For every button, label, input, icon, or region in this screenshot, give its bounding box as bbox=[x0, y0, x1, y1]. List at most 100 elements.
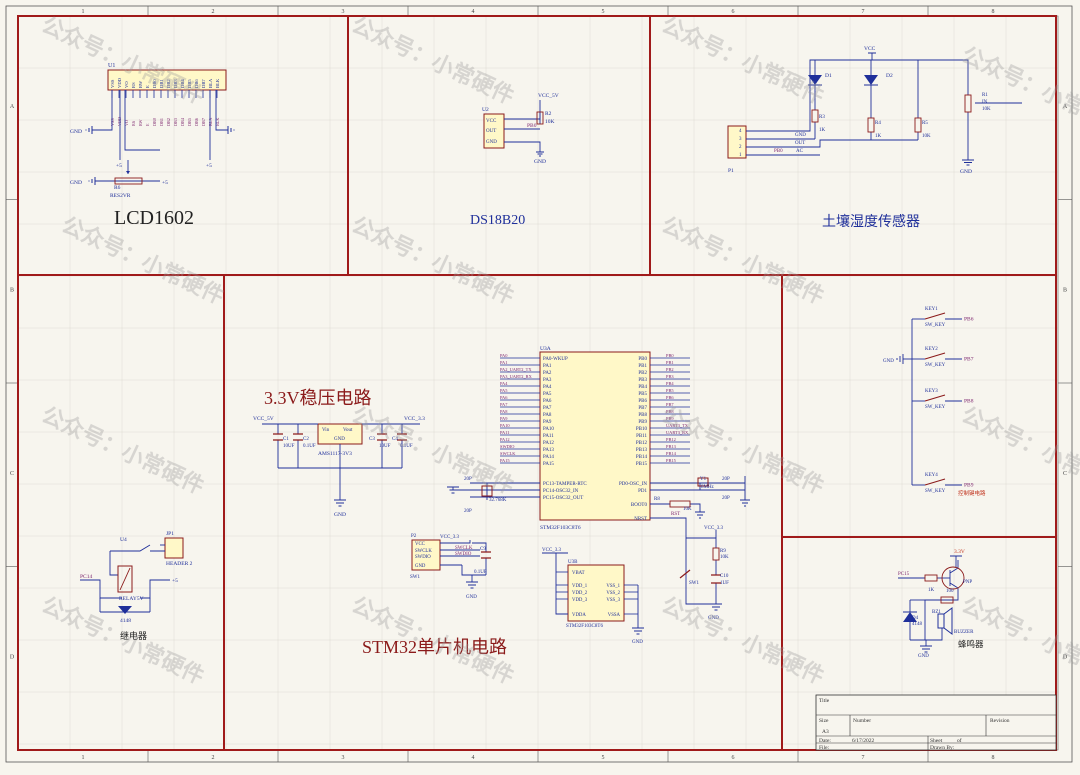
key-net: PB7 bbox=[964, 357, 974, 363]
ds18b20-r-value: 10K bbox=[545, 119, 555, 125]
lcd-pin-net: VDD bbox=[117, 117, 122, 126]
soil-potentiometer bbox=[964, 94, 972, 113]
lcd-vcc-label-2: +5 bbox=[116, 163, 122, 169]
lcd-ref: U1 bbox=[108, 63, 115, 69]
stm32-right-pin: PB9 bbox=[638, 420, 647, 425]
stm32-u3b-right-pin: VSS_3 bbox=[606, 598, 620, 603]
ds18b20-net: PB0 bbox=[527, 123, 537, 129]
stm32-right-net: PB3 bbox=[666, 374, 674, 379]
key-part: SW_KEY bbox=[925, 405, 946, 410]
soil-r4-value: 1K bbox=[875, 134, 882, 139]
lcd-pin-net: DB7 bbox=[201, 118, 206, 126]
crystal-cap-value-1: 20P bbox=[464, 477, 472, 482]
lcd-vcc-label-3: +5 bbox=[206, 163, 212, 169]
zone-column-top: 5 bbox=[602, 9, 605, 15]
stm32-right-net: PB5 bbox=[666, 388, 674, 393]
regulator-c1-label: C1 bbox=[283, 437, 289, 442]
regulator-c3-label: C3 bbox=[369, 437, 375, 442]
soil-d2-label: D2 bbox=[886, 73, 893, 79]
lcd-body bbox=[107, 69, 227, 91]
soil-gnd-label: GND bbox=[960, 169, 972, 175]
ds18b20-r-ref: R2 bbox=[545, 111, 552, 117]
soil-net-pb0: PB0 bbox=[774, 149, 783, 154]
stm32-u3b-part: STM32F103C8T6 bbox=[566, 624, 603, 629]
stm32-right-pin: PB7 bbox=[638, 406, 647, 411]
stm32-right-pin: PB1 bbox=[638, 364, 647, 369]
keys-gnd: GND bbox=[883, 359, 894, 364]
regulator-section-title: 3.3V稳压电路 bbox=[264, 388, 372, 408]
regulator-c4-label: C4 bbox=[392, 437, 398, 442]
regulator-c4-value: 0.1UF bbox=[400, 444, 413, 449]
soil-sensor-section: 4 3 2 1 P1 VCC D bbox=[727, 46, 1022, 230]
zone-column-top: 6 bbox=[732, 9, 735, 15]
zone-row-right: D bbox=[1063, 654, 1068, 660]
swd-header-body bbox=[411, 539, 441, 571]
buzzer-vcc: 3.3V bbox=[954, 549, 965, 555]
swd-c-label: C9 bbox=[480, 547, 486, 552]
regulator-section: 3.3V稳压电路 Vin Vout GND AMS1117-3V3 VCC_5V… bbox=[253, 388, 425, 518]
zone-column-bottom: 6 bbox=[732, 755, 735, 761]
soil-r4-label: R4 bbox=[875, 121, 881, 126]
boot-resistor-ref: R8 bbox=[654, 497, 660, 502]
buzzer-q-label: PNP bbox=[963, 580, 972, 585]
soil-connector-ref: P1 bbox=[728, 168, 734, 174]
stm32-left-net: PA9 bbox=[500, 416, 508, 421]
lcd-pin-label: DB5 bbox=[187, 79, 192, 88]
ds18b20-section: U2 VCC OUT GND VCC_5V R2 10K PB0 GND DS1… bbox=[470, 93, 559, 228]
swd-vcc: VCC_3.3 bbox=[440, 535, 460, 540]
stm32-left-pin: PA10 bbox=[543, 427, 554, 432]
key-switch bbox=[924, 478, 946, 486]
stm32-right-net: PB9 bbox=[666, 416, 674, 421]
lcd-pin-label: VO bbox=[124, 81, 129, 88]
stm32-right-pin: PB8 bbox=[638, 413, 647, 418]
stm32-right-pin: PD0-OSC_IN bbox=[619, 482, 647, 487]
title-block-revision: Revision bbox=[990, 718, 1010, 724]
stm32-left-pin: PC15-OSC32_OUT bbox=[543, 496, 583, 501]
relay-header-part: HEADER 2 bbox=[166, 561, 193, 567]
key-switch bbox=[924, 352, 946, 360]
watermark-text: 公众号：小常硬件 bbox=[348, 402, 518, 499]
soil-net-out: OUT bbox=[795, 141, 805, 146]
relay-u-ref: U4 bbox=[120, 537, 127, 543]
zone-column-top: 3 bbox=[342, 9, 345, 15]
stm32-left-pin: PA13 bbox=[543, 448, 554, 453]
stm32-left-pin: PA1 bbox=[543, 364, 552, 369]
buzzer-gnd: GND bbox=[918, 654, 929, 659]
reset-switch-label: SW1 bbox=[689, 581, 700, 586]
relay-header-ref: JP1 bbox=[166, 531, 174, 537]
stm32-u3b-right-pin: VSS_1 bbox=[606, 584, 620, 589]
regulator-c2-label: C2 bbox=[303, 437, 309, 442]
stm32-u3b-gnd: GND bbox=[632, 640, 643, 645]
stm32-right-net: UART3_RX bbox=[666, 430, 689, 435]
buzzer-section-title: 蜂鸣器 bbox=[958, 639, 984, 649]
stm32-left-pin: PC14-OSC32_IN bbox=[543, 489, 579, 494]
stm32-left-pin: PA12 bbox=[543, 441, 554, 446]
soil-r1-label: R1 bbox=[982, 93, 988, 98]
swd-ref: P2 bbox=[411, 534, 417, 539]
stm32-right-pin: PB13 bbox=[636, 448, 648, 453]
stm32-left-net: PA7 bbox=[500, 402, 508, 407]
stm32-left-net: PA4 bbox=[500, 381, 508, 386]
crystal-y2-value: 32.768K bbox=[489, 498, 507, 503]
stm32-right-pin: NRST bbox=[634, 517, 647, 522]
stm32-u3b-body bbox=[567, 564, 625, 622]
zone-row-right: C bbox=[1063, 471, 1067, 477]
lcd-pin-label: RW bbox=[138, 80, 143, 88]
watermark-text: 公众号：小常硬件 bbox=[348, 12, 518, 109]
lcd-pin-label: DB4 bbox=[180, 79, 185, 88]
stm32-right-pin: PB15 bbox=[636, 462, 648, 467]
ds18b20-pin-vcc: VCC bbox=[486, 119, 497, 124]
key-net: PB8 bbox=[964, 399, 974, 405]
regulator-c3-value: 10UF bbox=[379, 444, 391, 449]
stm32-left-pin: PA8 bbox=[543, 413, 552, 418]
boot-resistor bbox=[669, 500, 691, 508]
stm32-left-net: PA0 bbox=[500, 353, 508, 358]
lcd-pin-label: DB1 bbox=[159, 79, 164, 88]
key-label: KEY2 bbox=[925, 347, 938, 352]
stm32-right-pin: PB5 bbox=[638, 392, 647, 397]
zone-column-top: 2 bbox=[212, 9, 215, 15]
relay-section: JP1 HEADER 2 U4 PC14 +5 RELAY5V 4148 继电器 bbox=[80, 531, 193, 641]
lcd-pin-label: BLA bbox=[208, 78, 213, 88]
buzzer-r2 bbox=[940, 596, 954, 604]
